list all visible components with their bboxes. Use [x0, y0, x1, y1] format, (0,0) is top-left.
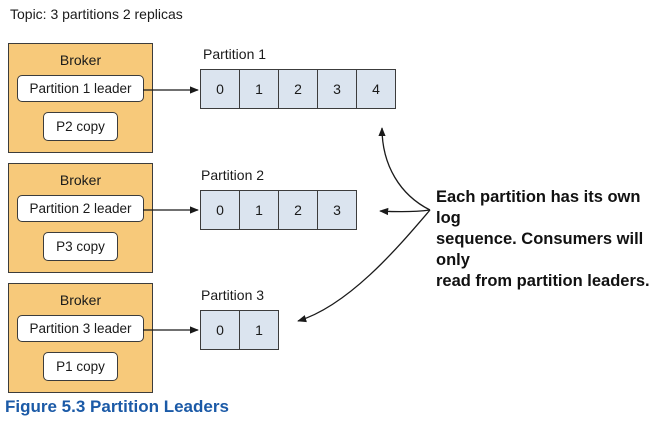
broker-title: Broker [59, 292, 102, 308]
broker-2: Broker Partition 2 leader P3 copy [8, 163, 153, 273]
p3-copy-box: P3 copy [43, 232, 118, 261]
partition-1-label: Partition 1 [203, 46, 267, 62]
partition-3-label: Partition 3 [201, 287, 265, 303]
offset-cell: 3 [317, 190, 357, 230]
offset-cell: 4 [356, 69, 396, 109]
offset-cell: 1 [239, 310, 279, 350]
partition-2-label: Partition 2 [201, 167, 265, 183]
offset-cell: 2 [278, 190, 318, 230]
callout-line: sequence. Consumers will only [436, 230, 644, 269]
broker-1: Broker Partition 1 leader P2 copy [8, 43, 153, 153]
callout-line: read from partition leaders. [436, 272, 650, 290]
broker-3: Broker Partition 3 leader P1 copy [8, 283, 153, 393]
figure-caption: Figure 5.3 Partition Leaders [5, 397, 229, 416]
callout-arrow-2 [379, 207, 431, 216]
offset-cell: 3 [317, 69, 357, 109]
callout-line: Each partition has its own log [436, 188, 641, 227]
callout-text: Each partition has its own log sequence.… [436, 187, 664, 292]
partition-3-log: 0 1 [200, 310, 279, 350]
offset-cell: 2 [278, 69, 318, 109]
partition-1-leader-box: Partition 1 leader [17, 75, 144, 102]
partition-2-leader-box: Partition 2 leader [17, 195, 144, 222]
callout-arrow-3 [297, 209, 431, 323]
offset-cell: 0 [200, 310, 240, 350]
partition-1-log: 0 1 2 3 4 [200, 69, 396, 109]
callout-arrow-1 [378, 127, 431, 211]
p1-copy-box: P1 copy [43, 352, 118, 381]
broker-title: Broker [59, 52, 102, 68]
broker-title: Broker [59, 172, 102, 188]
partition-3-leader-box: Partition 3 leader [17, 315, 144, 342]
topic-label: Topic: 3 partitions 2 replicas [10, 6, 183, 22]
partition-2-log: 0 1 2 3 [200, 190, 357, 230]
p2-copy-box: P2 copy [43, 112, 118, 141]
